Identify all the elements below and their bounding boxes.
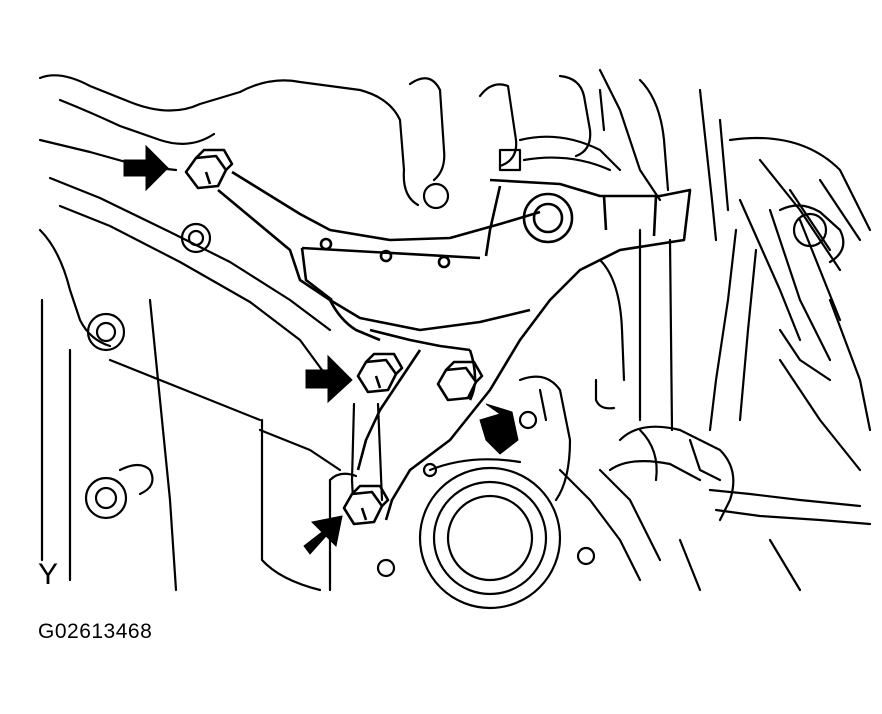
view-label: Y bbox=[38, 558, 59, 591]
engine-block-linework bbox=[38, 68, 872, 610]
arrow-up-left-icon bbox=[479, 403, 519, 455]
bolt-middle-left bbox=[356, 352, 404, 394]
arrow-right-icon bbox=[305, 354, 353, 404]
bolt-lower bbox=[342, 484, 390, 526]
bolt-middle-right bbox=[436, 360, 484, 402]
bolts bbox=[184, 148, 484, 526]
arrow-up-right-icon bbox=[303, 515, 343, 555]
figure-code: G02613468 bbox=[38, 620, 153, 643]
indicator-arrows bbox=[123, 144, 519, 555]
mounting-bracket bbox=[217, 170, 692, 521]
arrow-right-icon bbox=[123, 144, 169, 192]
bolt-upper bbox=[184, 148, 234, 190]
